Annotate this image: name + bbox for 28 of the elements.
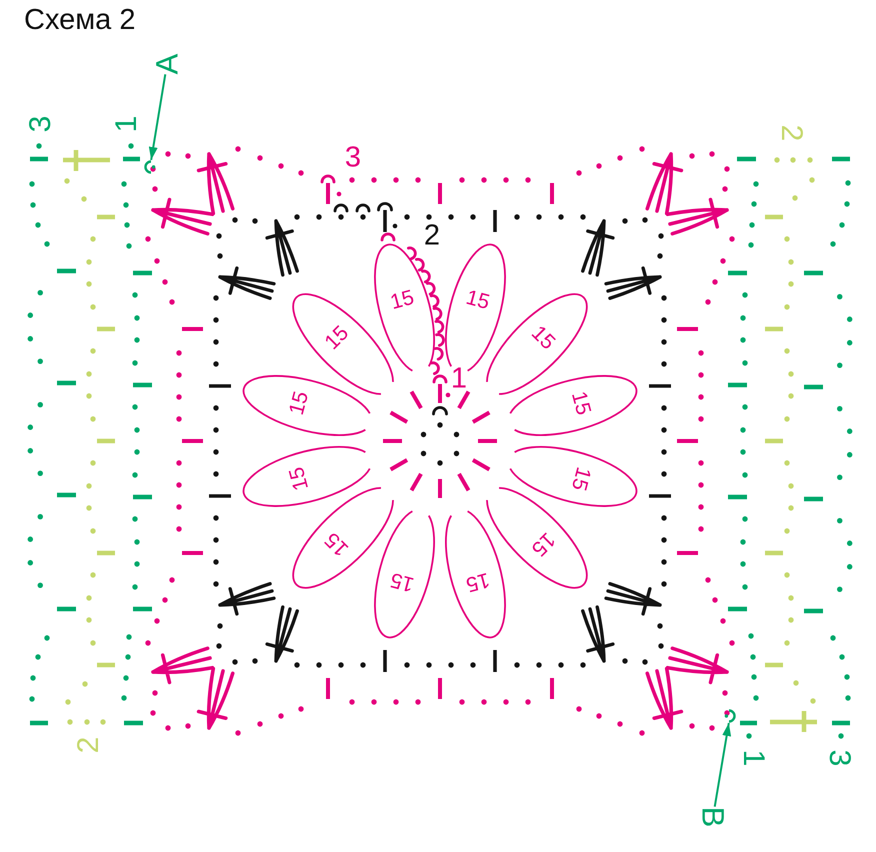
slip-stitch-icon <box>724 709 736 723</box>
row-number: 2 <box>74 736 104 754</box>
stitch-count: 15 <box>286 389 312 418</box>
row-number: 1 <box>738 750 768 766</box>
slip-stitch-icon <box>144 160 156 174</box>
row-number: 2 <box>424 222 440 250</box>
leader-arrow <box>714 722 732 807</box>
stitch-count: 15 <box>568 389 594 418</box>
stitch-count: 15 <box>321 528 352 560</box>
row-number: 3 <box>26 116 56 132</box>
stitch-count: 15 <box>321 322 352 354</box>
diagram-title: Схема 2 <box>24 6 136 35</box>
row-number: 1 <box>450 364 468 394</box>
stitch-count: 15 <box>568 464 594 493</box>
stitch-count: 15 <box>388 568 416 596</box>
stitch-count: 15 <box>528 322 559 354</box>
stitch-count: 15 <box>528 528 559 560</box>
row-number: 1 <box>112 116 142 132</box>
stitch-count: 15 <box>388 286 416 314</box>
stitch-count: 15 <box>464 568 492 596</box>
stitch-count: 15 <box>286 464 312 493</box>
stitch-count: 15 <box>464 286 492 314</box>
row-number: 2 <box>776 124 806 142</box>
leader-arrow <box>148 74 166 160</box>
row-number: 3 <box>824 750 854 766</box>
row-number: 3 <box>344 144 362 172</box>
point-label: B <box>698 806 728 828</box>
point-label: A <box>152 54 182 74</box>
